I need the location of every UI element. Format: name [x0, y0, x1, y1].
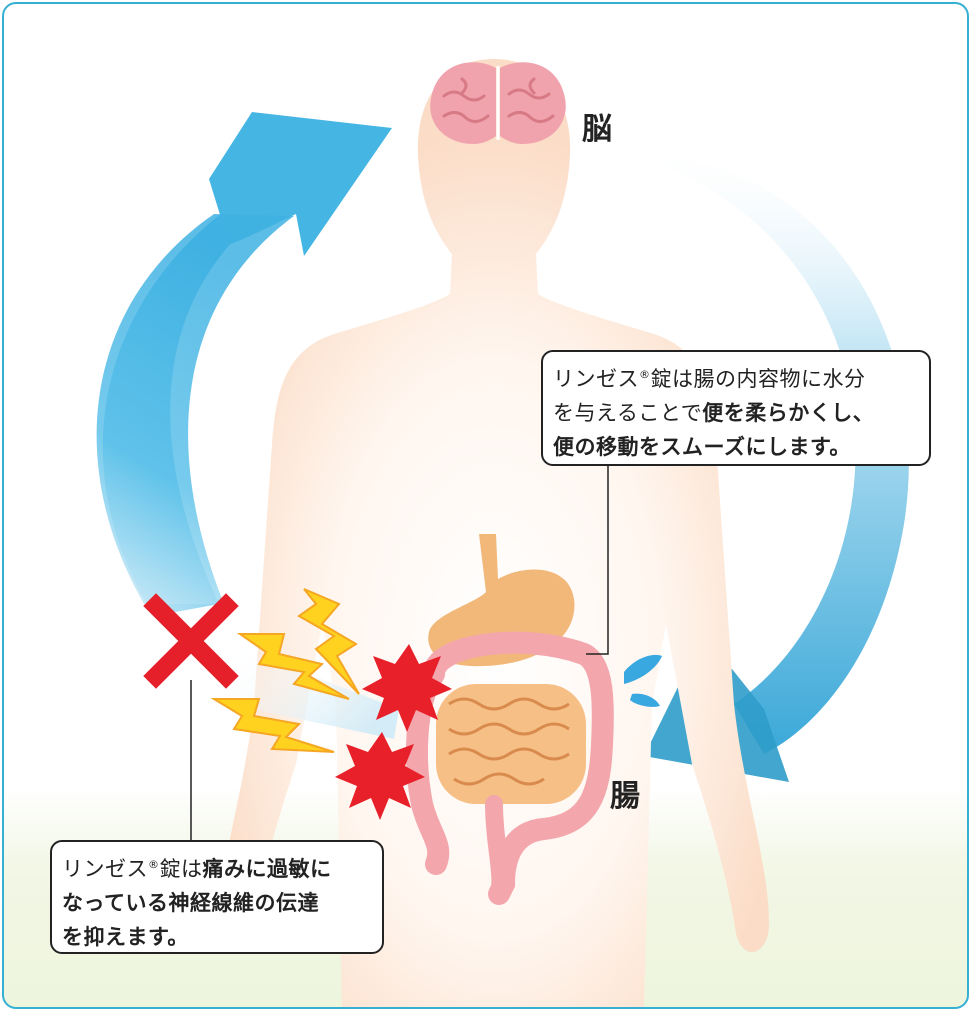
callout-top-line2: を与えることで便を柔らかくし、: [553, 396, 919, 430]
cross-icon: [156, 606, 226, 676]
callout-bottom-line1: リンゼス®錠は痛みに過敏に: [62, 848, 372, 886]
gut-label: 腸: [610, 771, 640, 815]
callout-bottom-line2: なっている神経線維の伝達: [62, 886, 372, 920]
brain-icon: [430, 62, 566, 144]
callout-nerve-suppression: リンゼス®錠は痛みに過敏に なっている神経線維の伝達 を抑えます。: [50, 840, 384, 954]
callout-top-line3: 便の移動をスムーズにします。: [553, 430, 919, 464]
callout-top-line1: リンゼス®錠は腸の内容物に水分: [553, 358, 919, 396]
callout-stool-softening: リンゼス®錠は腸の内容物に水分 を与えることで便を柔らかくし、 便の移動をスムー…: [541, 350, 931, 466]
brain-label: 脳: [582, 104, 612, 148]
callout-bottom-line3: を抑えます。: [62, 920, 372, 954]
